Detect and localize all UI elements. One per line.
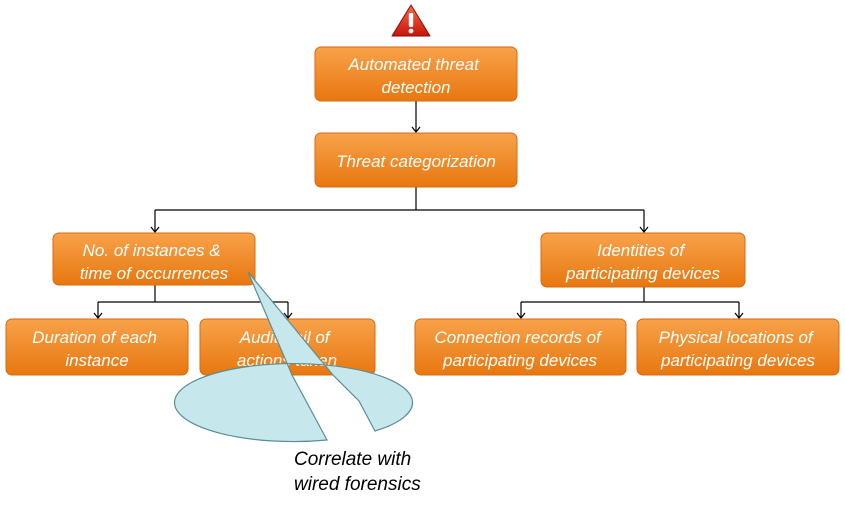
warning-triangle-icon xyxy=(391,4,431,37)
arrowhead xyxy=(411,126,421,133)
node-label-line: Connection records of xyxy=(434,328,603,347)
arrowhead xyxy=(150,226,160,233)
connectors xyxy=(93,101,744,319)
node-label-line: No. of instances & xyxy=(83,241,221,260)
svg-text:Automated threat detecti: Automated threat detection xyxy=(347,55,483,97)
node-physical-locations: Physical locations of participating devi… xyxy=(636,318,840,376)
node-label-line: instance xyxy=(65,351,128,370)
node-connection-records: Connection records of participating devi… xyxy=(414,318,627,376)
node-label-line: participating devices xyxy=(565,264,721,283)
connector-instances-branch xyxy=(97,285,289,317)
node-label-line: participating devices xyxy=(660,351,816,370)
node-label-line: Physical locations of xyxy=(659,328,815,347)
arrowhead xyxy=(283,312,293,319)
svg-text:Correlate with wired for: Correlate with wired forensics xyxy=(294,449,421,495)
node-label-line: participating devices xyxy=(442,351,598,370)
node-automated-threat-detection: Automated threat detection xyxy=(314,46,518,102)
callout-bubble: Correlate with wired forensics xyxy=(173,271,421,495)
node-label-line: Identities of xyxy=(597,241,686,260)
node-threat-categorization: Threat categorization xyxy=(314,132,518,188)
arrowhead xyxy=(734,312,744,319)
node-instances-time: No. of instances & time of occurrences xyxy=(52,232,256,286)
node-label-line: Automated threat xyxy=(347,55,480,74)
node-identities-devices: Identities of participating devices xyxy=(540,232,746,288)
svg-text:Threat categorization: Threat categorization xyxy=(336,152,496,171)
node-label-line: time of occurrences xyxy=(80,264,229,283)
callout-line: wired forensics xyxy=(294,474,421,495)
arrowhead xyxy=(639,226,649,233)
callout-shape xyxy=(173,271,414,443)
node-label-line: detection xyxy=(382,78,451,97)
svg-text:Identities of participat: Identities of participating devices xyxy=(565,241,721,283)
svg-text:Connection records of pa: Connection records of participating devi… xyxy=(434,328,605,370)
node-label-line: Threat categorization xyxy=(336,152,496,171)
arrowhead xyxy=(93,312,103,319)
node-label-line: Duration of each xyxy=(32,328,157,347)
svg-text:No. of instances & time: No. of instances & time of occurrences xyxy=(80,241,229,283)
svg-text:Physical locations of pa: Physical locations of participating devi… xyxy=(659,328,818,370)
callout-line: Correlate with xyxy=(294,449,411,470)
connector-categorization-branch xyxy=(154,187,645,231)
arrowhead xyxy=(516,312,526,319)
svg-text:Duration of each instanc: Duration of each instance xyxy=(32,328,161,370)
node-duration-instance: Duration of each instance xyxy=(5,318,189,376)
connector-identities-branch xyxy=(520,287,740,317)
